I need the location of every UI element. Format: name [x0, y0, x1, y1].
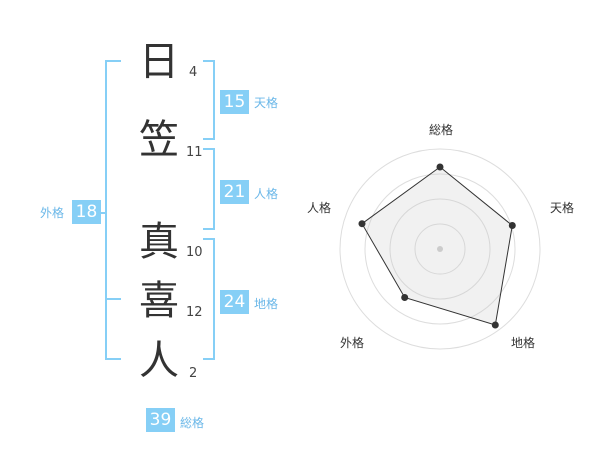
tenkaku-bracket-top [203, 60, 215, 62]
chikaku-label: 地格 [254, 297, 279, 311]
radar-label-jinkaku: 人格 [307, 201, 332, 215]
name-char-2: 笠 [139, 117, 179, 163]
name-char-3: 真 [139, 219, 179, 265]
chikaku-bracket-top [203, 238, 215, 240]
jinkaku-label: 人格 [254, 187, 279, 201]
gaikaku-label: 外格 [40, 206, 65, 220]
radar-point-3 [491, 321, 499, 329]
tenkaku-badge: 15 [220, 90, 249, 114]
name-char-1: 日 [139, 39, 179, 85]
gaikaku-bracket [105, 60, 107, 360]
stroke-count-5: 2 [189, 366, 198, 381]
radar-label-tenkaku: 天格 [550, 201, 575, 215]
soukaku-badge: 39 [146, 408, 175, 432]
jinkaku-bracket-bottom [203, 228, 215, 230]
radar-label-soukaku: 総格 [429, 123, 454, 137]
radar-polygon-group [361, 166, 513, 326]
gaikaku-bracket-mid [105, 298, 121, 300]
gaikaku-connector [97, 212, 105, 214]
radar-ring-2 [389, 198, 491, 300]
radar-point-5 [358, 220, 366, 228]
radar-label-gaikaku: 外格 [340, 336, 365, 350]
chikaku-bracket [213, 238, 215, 360]
gaikaku-badge: 18 [72, 200, 101, 224]
radar-center [437, 246, 443, 252]
stroke-count-4: 12 [186, 305, 203, 320]
chikaku-bracket-bottom [203, 358, 215, 360]
radar-point-4 [401, 294, 409, 301]
tenkaku-bracket-bottom [203, 138, 215, 140]
jinkaku-badge: 21 [220, 180, 249, 204]
name-char-5: 人 [139, 338, 179, 384]
tenkaku-bracket [213, 60, 215, 140]
radar-point-2 [508, 222, 516, 229]
radar-rings [339, 148, 541, 350]
radar-polygon [361, 166, 513, 326]
name-char-4: 喜 [139, 278, 179, 324]
radar-points [358, 163, 516, 329]
tenkaku-label: 天格 [254, 96, 279, 110]
chikaku-badge: 24 [220, 290, 249, 314]
radar-ring-1 [414, 223, 466, 275]
radar-label-chikaku: 地格 [511, 336, 536, 350]
jinkaku-bracket-top [203, 148, 215, 150]
radar-point-1 [436, 163, 444, 171]
stroke-count-1: 4 [189, 65, 198, 80]
stroke-count-3: 10 [186, 245, 203, 260]
radar-ring-3 [364, 173, 516, 325]
gaikaku-bracket-bottom [105, 358, 121, 360]
jinkaku-bracket [213, 148, 215, 230]
radar-ring-4 [339, 148, 541, 350]
gaikaku-bracket-top [105, 60, 121, 62]
stroke-count-2: 11 [186, 145, 203, 160]
soukaku-label: 総格 [180, 416, 205, 430]
